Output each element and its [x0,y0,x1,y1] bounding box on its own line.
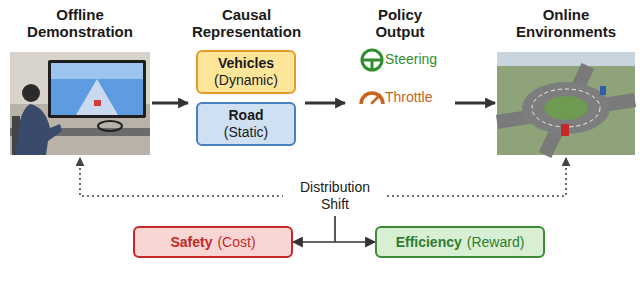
node-heading: Safety [170,234,212,251]
safety-box: Safety (Cost) [133,226,293,258]
scene-ground [497,52,635,155]
other-car [600,86,606,95]
node-heading: Offline Demonstration [11,6,149,41]
driver-body [16,104,62,155]
arrow [305,102,345,105]
arrow [455,102,495,105]
efficiency-box: Efficiency (Reward) [375,226,545,258]
monitor [48,60,146,118]
arrow [152,102,188,105]
gauge-needle [372,95,380,103]
driving-simulator-photo [10,52,150,155]
node-heading: Vehicles [218,55,274,72]
lane-marking [532,89,600,127]
vehicles-box: Vehicles(Dynamic) [196,50,296,94]
scene-road [545,66,588,155]
gauge-arc [361,93,383,104]
steering-icon [362,50,382,70]
node-text: Throttle [385,89,455,106]
scene-sky [497,52,635,66]
edge-label: Distribution Shift [283,179,387,213]
throttle-icon [361,93,383,104]
node-heading: Online Environments [497,6,635,41]
monitor-screen [51,63,143,115]
representation-group: Causal RepresentationVehicles(Dynamic) Ro… [188,2,305,152]
screen-sky [51,63,143,79]
node-heading: Policy Output [360,6,440,41]
roundabout-island [544,96,588,120]
node-text: (Static) [224,124,268,141]
screen-road [76,79,118,115]
environment-panel: Online Environments [495,2,637,158]
split-stem [334,216,336,242]
policy-group: Policy OutputSteeringThrottle [345,2,455,122]
photo-ground [10,52,150,155]
arrow [293,241,375,243]
wheel-spokes [362,60,382,70]
node-text: (Dynamic) [214,72,278,89]
node-text: (Cost) [217,234,255,251]
node-heading: Efficiency [396,234,462,251]
screen-car [94,100,101,106]
ego-car [561,124,569,136]
node-text: (Reward) [467,234,525,251]
roundabout-scene [497,52,635,155]
sim-wheel [98,121,122,131]
demonstration-panel: Offline Demonstration [8,2,152,158]
node-text: Steering [385,51,455,68]
node-heading: Causal Representation [190,6,303,41]
road-box: Road(Static) [196,102,296,146]
node-heading: Road [229,107,264,124]
wheel-rim [362,50,382,70]
driver-head [22,84,40,102]
